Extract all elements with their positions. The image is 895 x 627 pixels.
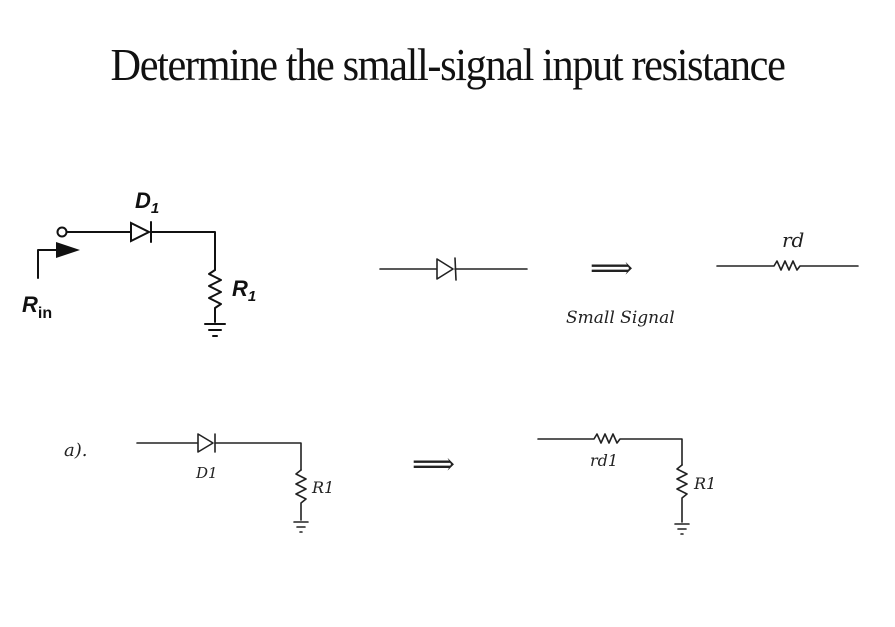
small-signal-caption: Small Signal — [566, 308, 675, 328]
part-a-marker: a). — [64, 440, 87, 461]
top-circuit: D1 R1 Rin — [22, 188, 256, 337]
part-a-wire-to-r1 — [214, 442, 302, 471]
part-a-diode-label: D1 — [195, 464, 218, 482]
part-a-resistor-label: R1 — [311, 478, 334, 497]
slide-title: Determine the small-signal input resista… — [110, 39, 786, 90]
small-signal-model: ⟹ Small Signal rd — [379, 228, 859, 328]
diode-label: D1 — [135, 188, 159, 217]
input-terminal — [56, 226, 68, 238]
rd-label: rd — [782, 228, 804, 252]
part-a-resistor2-label: R1 — [693, 474, 716, 493]
rin-label: Rin — [22, 292, 52, 322]
model-diode-triangle — [436, 258, 454, 280]
resistor-r1 — [208, 269, 222, 323]
part-a-diode-triangle — [197, 433, 214, 453]
part-a: a). D1 R1 ⟹ rd1 — [64, 433, 716, 535]
part-a-resistor-r1 — [295, 469, 307, 521]
diode-d1 — [130, 221, 152, 243]
part-a-arrow: ⟹ — [412, 447, 455, 482]
rin-arrow — [37, 242, 80, 279]
diode-triangle — [130, 221, 152, 243]
part-a-ground-2 — [674, 523, 690, 535]
rin-arrowhead — [56, 242, 80, 258]
model-arrow: ⟹ — [590, 251, 633, 286]
resistor-label: R1 — [232, 276, 256, 305]
model-rd-resistor — [716, 260, 859, 271]
part-a-rd1-label: rd1 — [590, 451, 618, 470]
part-a-rd1-resistor — [537, 433, 683, 466]
part-a-resistor2 — [676, 464, 688, 523]
diode-to-resistor-wire — [150, 231, 216, 271]
part-a-ground — [293, 521, 309, 533]
ground-symbol — [204, 323, 226, 337]
